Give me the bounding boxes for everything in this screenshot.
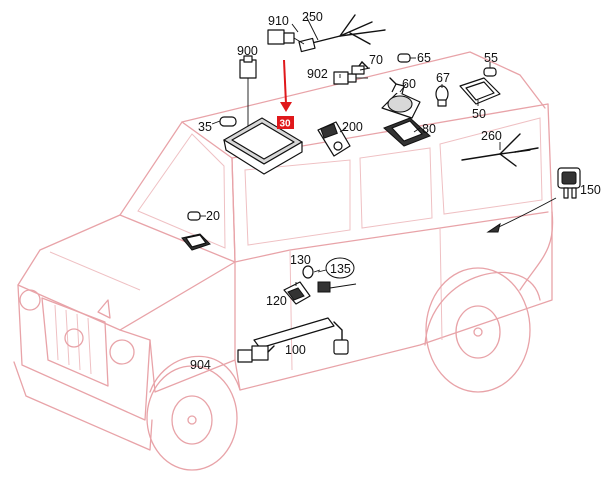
harness-70 [351, 60, 369, 75]
callout-135: 135 [330, 262, 351, 276]
callout-55: 55 [484, 51, 498, 65]
callout-labels: 910 250 900 70 65 55 902 60 67 50 35 200… [190, 10, 601, 372]
callout-910: 910 [268, 14, 289, 28]
connector-904 [237, 345, 275, 363]
bulb-55 [483, 62, 497, 77]
switch-150 [486, 167, 581, 233]
callout-80: 80 [422, 122, 436, 136]
callout-904: 904 [190, 358, 211, 372]
lamp-housing-20 [181, 233, 211, 251]
harness-250 [298, 14, 386, 53]
connector-900 [239, 55, 257, 140]
callout-35: 35 [198, 120, 212, 134]
reading-lamp-60 [381, 77, 421, 119]
lamp-50 [459, 77, 501, 105]
bulb-130 [302, 265, 314, 279]
callout-200: 200 [342, 120, 363, 134]
callout-150: 150 [580, 183, 601, 197]
harness-260 [461, 133, 539, 167]
callout-120: 120 [266, 294, 287, 308]
callout-135-group: 135 [317, 257, 355, 279]
vehicle-outline [13, 51, 554, 471]
lamp-120 [283, 281, 311, 305]
callout-260: 260 [481, 129, 502, 143]
callout-50: 50 [472, 107, 486, 121]
highlight-marker: 30 [277, 59, 294, 130]
callout-70: 70 [369, 53, 383, 67]
callout-leaders [291, 15, 501, 286]
strip-lamp-100 [253, 317, 349, 355]
lamp-200 [317, 121, 351, 157]
callout-65: 65 [417, 51, 431, 65]
switch-135 [317, 281, 357, 293]
callout-67: 67 [436, 71, 450, 85]
callout-130: 130 [290, 253, 311, 267]
callout-20: 20 [206, 209, 220, 223]
connector-902 [333, 71, 368, 85]
bulb-65 [397, 53, 416, 63]
bulb-67 [435, 85, 449, 107]
callout-100: 100 [285, 343, 306, 357]
connector-910 [267, 29, 305, 45]
callout-60: 60 [402, 77, 416, 91]
callout-250: 250 [302, 10, 323, 24]
lens-80 [383, 117, 431, 147]
overhead-control-panel-30 [222, 117, 304, 175]
callout-900: 900 [237, 44, 258, 58]
callout-902: 902 [307, 67, 328, 81]
highlight-label: 30 [280, 119, 292, 130]
bulb-20 [187, 211, 206, 221]
bulb-35 [211, 116, 237, 127]
